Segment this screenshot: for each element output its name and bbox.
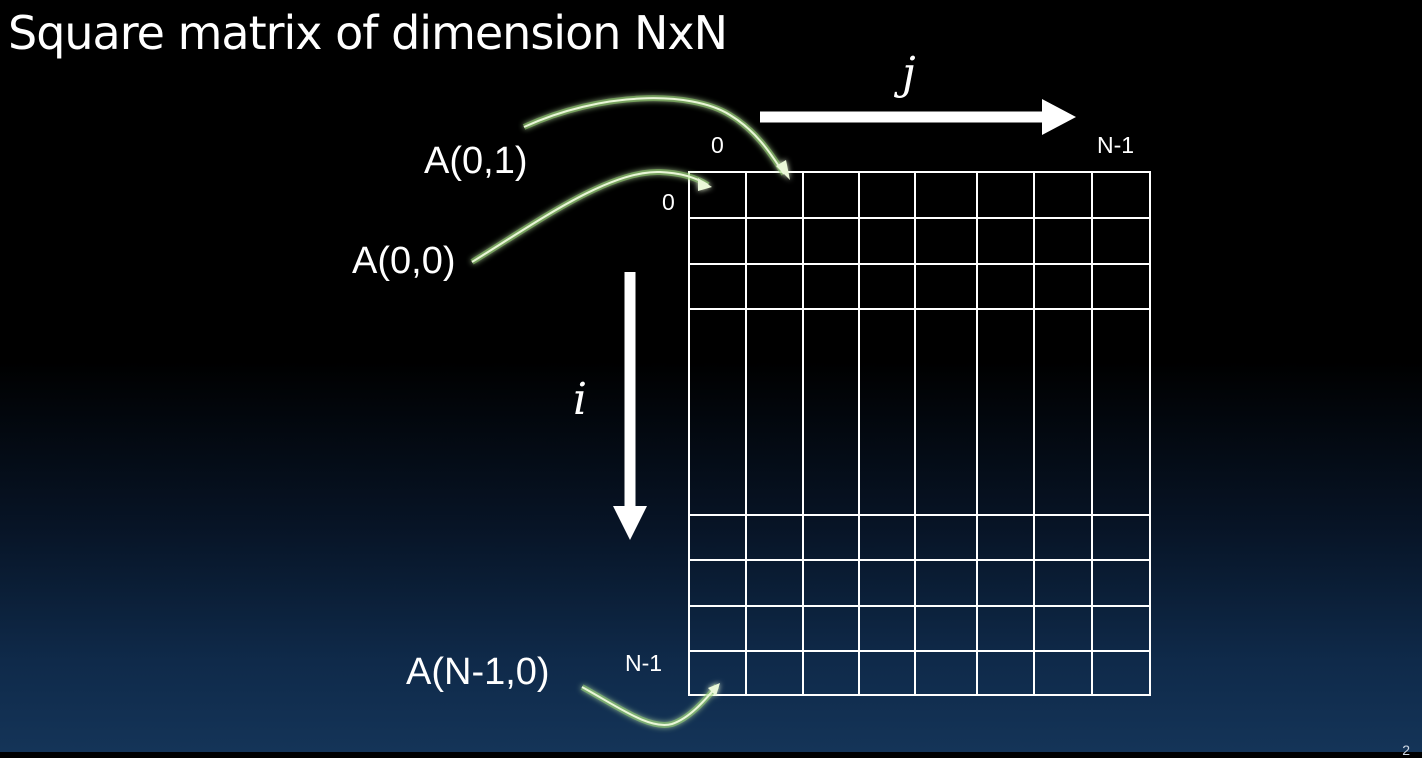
label-a01: A(0,1) — [424, 140, 528, 182]
pointer-an10 — [580, 683, 720, 728]
j-axis-label: j — [902, 48, 916, 99]
i-axis-arrow — [613, 272, 647, 540]
matrix-grid — [688, 171, 1151, 696]
slide-title: Square matrix of dimension NxN — [8, 6, 728, 60]
column-index-end: N-1 — [1097, 132, 1135, 158]
label-an10: A(N-1,0) — [406, 651, 550, 693]
label-a00: A(0,0) — [352, 240, 456, 282]
j-axis-arrow — [760, 99, 1076, 135]
row-index-start: 0 — [662, 189, 675, 215]
row-index-end: N-1 — [625, 650, 663, 676]
pointer-a00 — [470, 168, 712, 265]
column-index-start: 0 — [711, 132, 724, 158]
i-axis-label: i — [573, 374, 588, 425]
matrix-border — [688, 171, 1151, 696]
pointer-a01 — [522, 95, 790, 180]
page-number: 2 — [1402, 742, 1410, 758]
